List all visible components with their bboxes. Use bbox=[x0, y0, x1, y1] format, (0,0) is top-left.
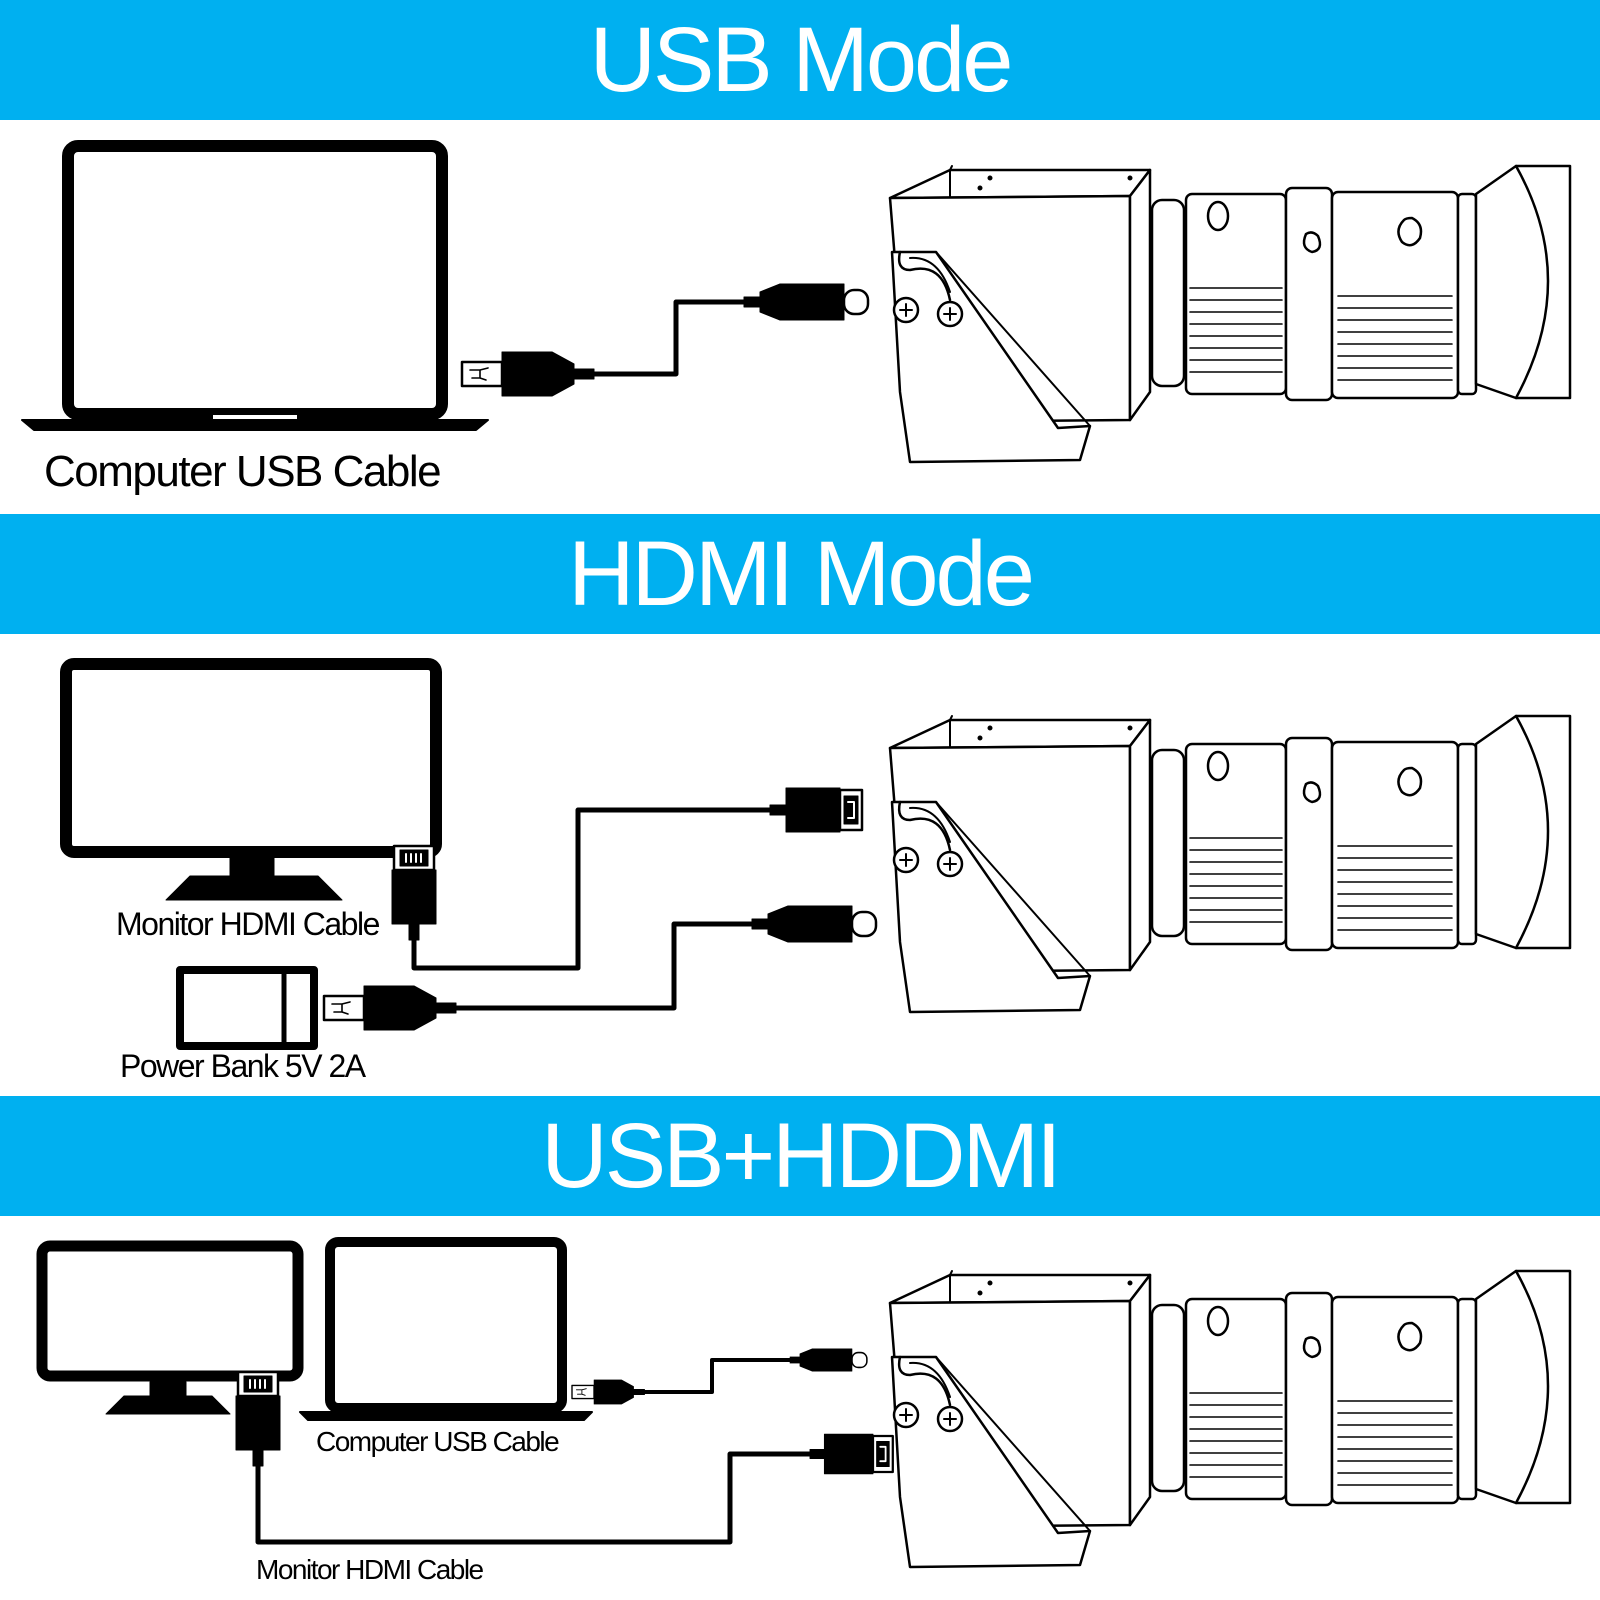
section-title-usb-hdmi: USB+HDDMI bbox=[0, 1096, 1600, 1216]
power-bank-icon bbox=[176, 966, 318, 1050]
usb-cable bbox=[591, 299, 751, 377]
usb-c-plug-icon bbox=[742, 282, 870, 322]
usb-c-plug-icon bbox=[750, 904, 878, 944]
camera-icon bbox=[888, 1269, 1572, 1569]
usb-a-plug-icon bbox=[322, 984, 458, 1032]
monitor-icon bbox=[60, 658, 442, 901]
computer-usb-cable-label: Computer USB Cable bbox=[44, 447, 442, 496]
laptop-icon bbox=[299, 1237, 593, 1421]
usb-c-plug-icon bbox=[789, 1348, 868, 1372]
camera-icon bbox=[888, 164, 1572, 464]
section-title-usb-mode: USB Mode bbox=[0, 0, 1600, 120]
usb-cable bbox=[642, 1358, 794, 1394]
usb-a-plug-icon bbox=[460, 350, 596, 398]
monitor-hdmi-cable-label: Monitor HDMI Cable bbox=[116, 906, 380, 942]
laptop-icon bbox=[21, 140, 489, 431]
hdmi-plug-icon bbox=[234, 1370, 282, 1468]
monitor-hdmi-cable-label: Monitor HDMI Cable bbox=[256, 1554, 484, 1585]
hdmi-plug-icon bbox=[808, 1433, 894, 1475]
monitor-icon bbox=[36, 1240, 304, 1415]
computer-usb-cable-label: Computer USB Cable bbox=[316, 1426, 560, 1457]
hdmi-cable bbox=[255, 1451, 817, 1545]
power-bank-label: Power Bank 5V 2A bbox=[120, 1048, 366, 1084]
section-title-hdmi-mode: HDMI Mode bbox=[0, 514, 1600, 634]
hdmi-plug-icon bbox=[390, 844, 438, 942]
camera-icon bbox=[888, 714, 1572, 1014]
hdmi-plug-icon bbox=[768, 786, 864, 834]
usb-a-plug-icon bbox=[571, 1379, 646, 1405]
usb-cable bbox=[453, 921, 759, 1011]
hdmi-cable bbox=[411, 807, 777, 971]
